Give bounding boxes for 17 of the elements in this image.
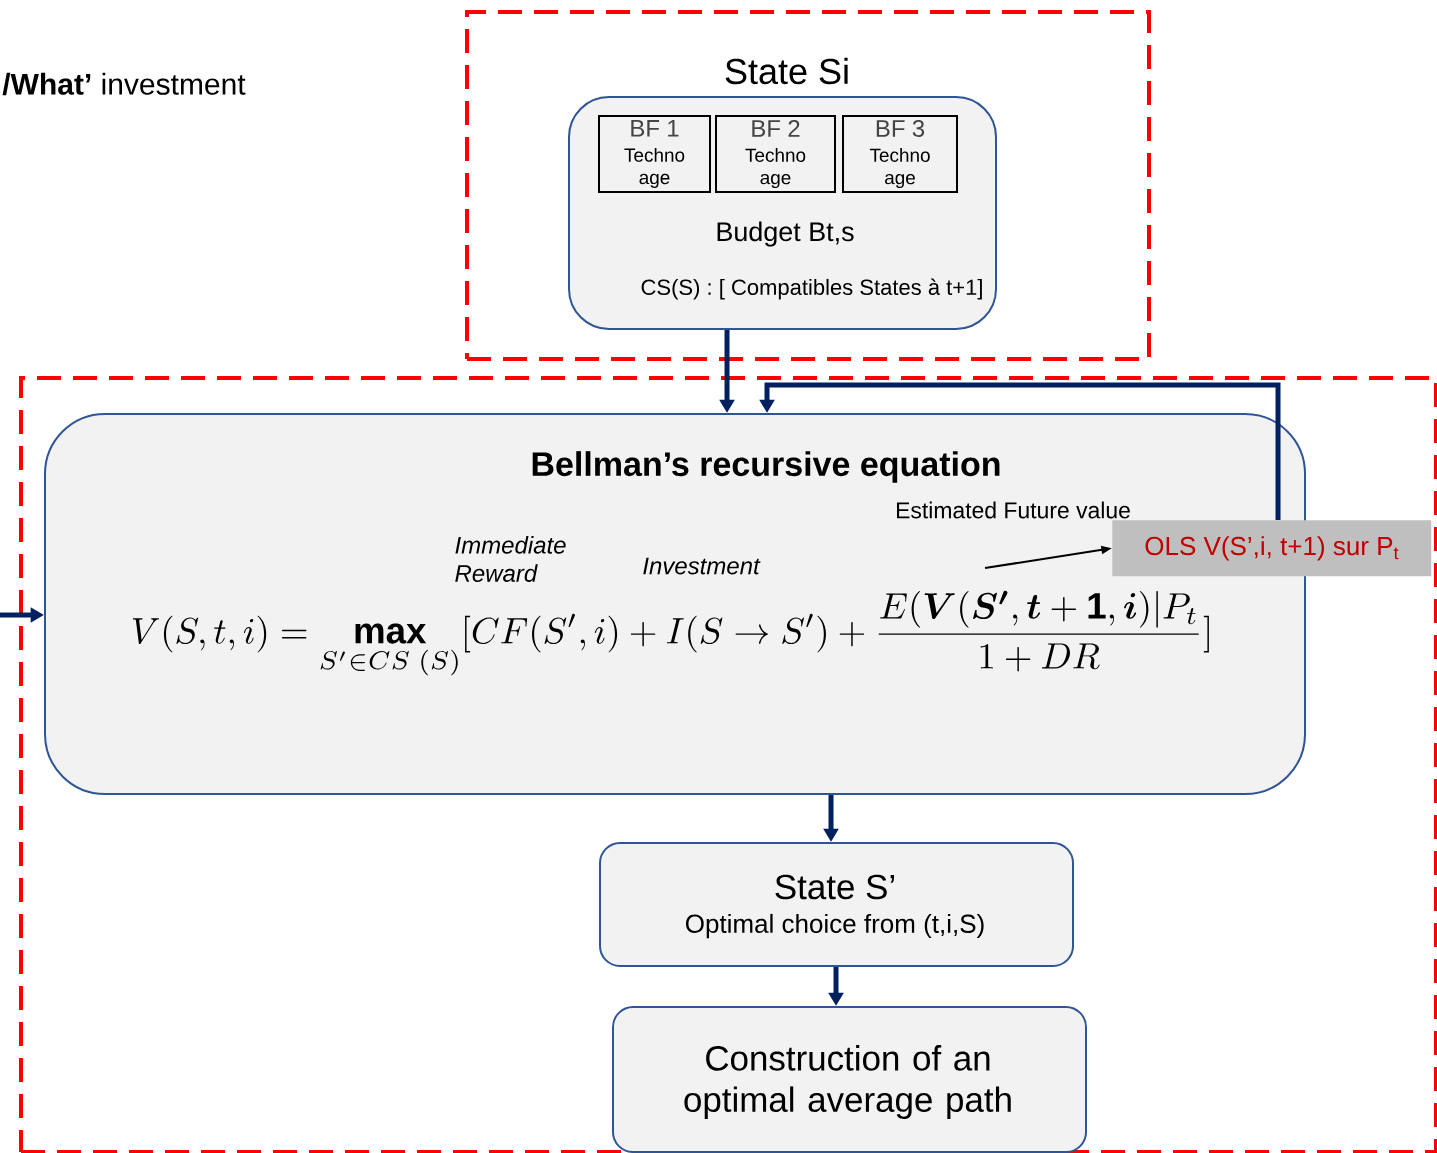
italic-note: Immediate Reward <box>455 536 566 582</box>
annotation-text: Estimated Future value <box>897 501 1130 519</box>
box-heading: State Si <box>725 57 848 85</box>
label-text: /What’ investment <box>2 72 246 96</box>
box-text: Construction of an optimal average path <box>684 1045 1011 1119</box>
box-heading: Bellman’s recursive equation <box>532 451 1000 483</box>
component-box: BF 2 Techno age <box>715 115 836 193</box>
compatible-states-text: CS(S) : [ Compatibles States à t+1] <box>641 278 982 300</box>
subtitle-text: Optimal choice from (t,i,S) <box>686 913 984 939</box>
equation: $V(S,t,i) = \mathop{\mathbf{max}}\limits_{S' \in CS\;(S)} [CF(S',i) + I(S \rightarrow S') + \frac{E(\boldsymbol{V}(\boldsymbol{S'},\boldsymbol{t}+\mathbf{1},\boldsymbol{i})|P_t}{1+DR}]$ <box>132 590 1209 676</box>
callout-box: OLS V(S’,i, t+1) sur P$_{t}$ <box>1112 520 1432 577</box>
box-heading: State S’ <box>775 874 894 900</box>
dashed-frame <box>19 376 1437 1153</box>
italic-note: Investment <box>643 557 761 575</box>
component-box: BF 1 Techno age <box>598 115 711 193</box>
component-box: BF 3 Techno age <box>842 115 958 193</box>
budget-text: Budget Bt,s <box>717 221 854 247</box>
